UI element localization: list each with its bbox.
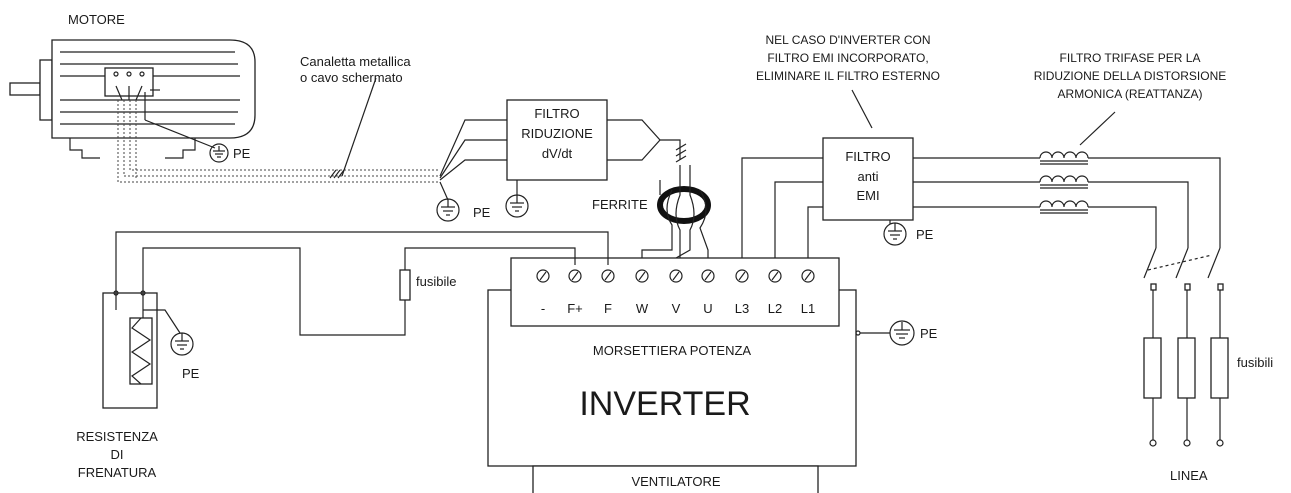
terminal-strip: - F+ F W V U L3 L2 L1 (536, 269, 815, 316)
terminal-screw-icon (701, 269, 715, 283)
terminal-label: U (703, 301, 712, 316)
terminal-screw-icon (601, 269, 615, 283)
motor-shaft (9, 82, 41, 96)
emi-note-line2: FILTRO EMI INCORPORATO, (767, 51, 928, 65)
motor-ground-icon (209, 143, 229, 163)
inverter-title: INVERTER (579, 385, 750, 423)
ferrite-ring-icon (657, 186, 711, 224)
cable-label-line2: o cavo schermato (300, 70, 403, 85)
terminal-screw-icon (801, 269, 815, 283)
cable-ground-icon (436, 198, 460, 222)
cable-label-line1: Canaletta metallica (300, 54, 411, 69)
resistor-pe-label: PE (182, 366, 200, 381)
terminal-block (510, 257, 840, 327)
dvdt-filter-line1: FILTRO (534, 106, 579, 121)
inverter: - F+ F W V U L3 L2 L1 MORSETTIERA POTENZA INVERT… (487, 257, 938, 493)
dvdt-ground-icon (505, 194, 529, 218)
terminal-label: F (604, 301, 612, 316)
motor-title: MOTORE (68, 12, 125, 27)
emi-filter-line2: anti (858, 169, 879, 184)
line-fuses-label: fusibili (1237, 355, 1273, 370)
motor: MOTORE PE (9, 12, 256, 163)
emi-filter: FILTRO anti EMI PE (741, 137, 1040, 260)
line-label: LINEA (1170, 468, 1208, 483)
terminal-label: F+ (567, 301, 583, 316)
shielded-cable: Canaletta metallica o cavo schermato PE (117, 54, 507, 222)
fan-label: VENTILATORE (631, 474, 720, 489)
terminal-label: V (672, 301, 681, 316)
dvdt-filter-line3: dV/dt (542, 146, 573, 161)
line-fuse-2 (1177, 337, 1196, 399)
terminal-block-label: MORSETTIERA POTENZA (593, 343, 752, 358)
brake-resistor-line3: FRENATURA (78, 465, 157, 480)
reactor: FILTRO TRIFASE PER LA RIDUZIONE DELLA DI… (1034, 51, 1227, 248)
terminal-label: - (541, 301, 545, 316)
inverter-ground-icon (889, 320, 915, 346)
emi-filter-line3: EMI (856, 188, 879, 203)
emi-note-line1: NEL CASO D'INVERTER CON (766, 33, 931, 47)
emi-note-line3: ELIMINARE IL FILTRO ESTERNO (756, 69, 940, 83)
brake-fuse (399, 269, 411, 301)
brake-fuse-label: fusibile (416, 274, 456, 289)
dvdt-filter-line2: RIDUZIONE (521, 126, 593, 141)
fan-box (532, 465, 819, 493)
terminal-screw-icon (735, 269, 749, 283)
inverter-pe-label: PE (920, 326, 938, 341)
terminal-screw-icon (669, 269, 683, 283)
brake-resistor-line1: RESISTENZA (76, 429, 158, 444)
reactor-coil-icon (1039, 151, 1089, 214)
emi-filter-box (822, 137, 914, 221)
terminal-label: L2 (768, 301, 782, 316)
line-section: fusibili LINEA (1143, 247, 1273, 483)
terminal-label: L3 (735, 301, 749, 316)
terminal-screw-icon (635, 269, 649, 283)
terminal-screw-icon (568, 269, 582, 283)
terminal-screw-icon (536, 269, 550, 283)
reactor-note-line1: FILTRO TRIFASE PER LA (1060, 51, 1201, 65)
motor-endcap (39, 59, 53, 121)
resistor-ground-icon (170, 332, 194, 356)
emi-note: NEL CASO D'INVERTER CON FILTRO EMI INCOR… (756, 33, 940, 129)
reactor-note-line2: RIDUZIONE DELLA DISTORSIONE (1034, 69, 1227, 83)
dvdt-pe-label: PE (473, 205, 491, 220)
emi-ground-icon (883, 222, 907, 246)
dvdt-filter-box (506, 99, 608, 181)
terminal-label: W (636, 301, 649, 316)
brake-resistor-line2: DI (111, 447, 124, 462)
terminal-screw-icon (768, 269, 782, 283)
line-fuse-3 (1210, 337, 1229, 399)
dvdt-filter: FILTRO RIDUZIONE dV/dt (505, 99, 687, 218)
emi-pe-label: PE (916, 227, 934, 242)
reactor-note-line3: ARMONICA (REATTANZA) (1058, 87, 1203, 101)
line-fuse-1 (1143, 337, 1162, 399)
emi-filter-line1: FILTRO (845, 149, 890, 164)
motor-pe-label: PE (233, 146, 251, 161)
brake-resistor: fusibile PE RESISTENZA DI FRENATURA (76, 231, 609, 480)
terminal-label: L1 (801, 301, 815, 316)
ferrite-label: FERRITE (592, 197, 648, 212)
ferrite: FERRITE (592, 165, 711, 260)
